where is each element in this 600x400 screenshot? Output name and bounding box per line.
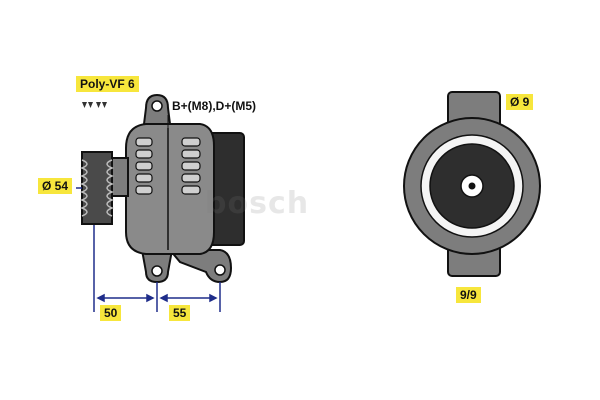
alternator-front-view (403, 91, 541, 277)
brand-watermark: bosch (205, 186, 310, 221)
clock-position-label: 9/9 (456, 287, 481, 303)
alternator-shaft (111, 157, 129, 197)
alternator-side-view (76, 93, 245, 312)
mount-hole-diameter-label: Ø 9 (506, 94, 534, 110)
dimension-50-label: 50 (100, 305, 122, 321)
bottom-mount-lug-right (167, 249, 233, 284)
dimension-lines (76, 187, 221, 312)
bottom-mount-hole-right (214, 264, 226, 276)
pulley (79, 151, 115, 225)
front-shaft-center (468, 182, 476, 190)
housing-vents (135, 137, 201, 195)
pulley-diameter-label: Ø 54 (38, 178, 73, 194)
dimension-55-label: 55 (169, 305, 191, 321)
terminals-label: B+(M8),D+(M5) (172, 98, 257, 114)
belt-type-label: Poly-VF 6 (76, 76, 139, 92)
top-mount-hole (151, 100, 163, 112)
bottom-mount-hole-left (151, 265, 163, 277)
poly-v-profile-icon (82, 102, 107, 108)
